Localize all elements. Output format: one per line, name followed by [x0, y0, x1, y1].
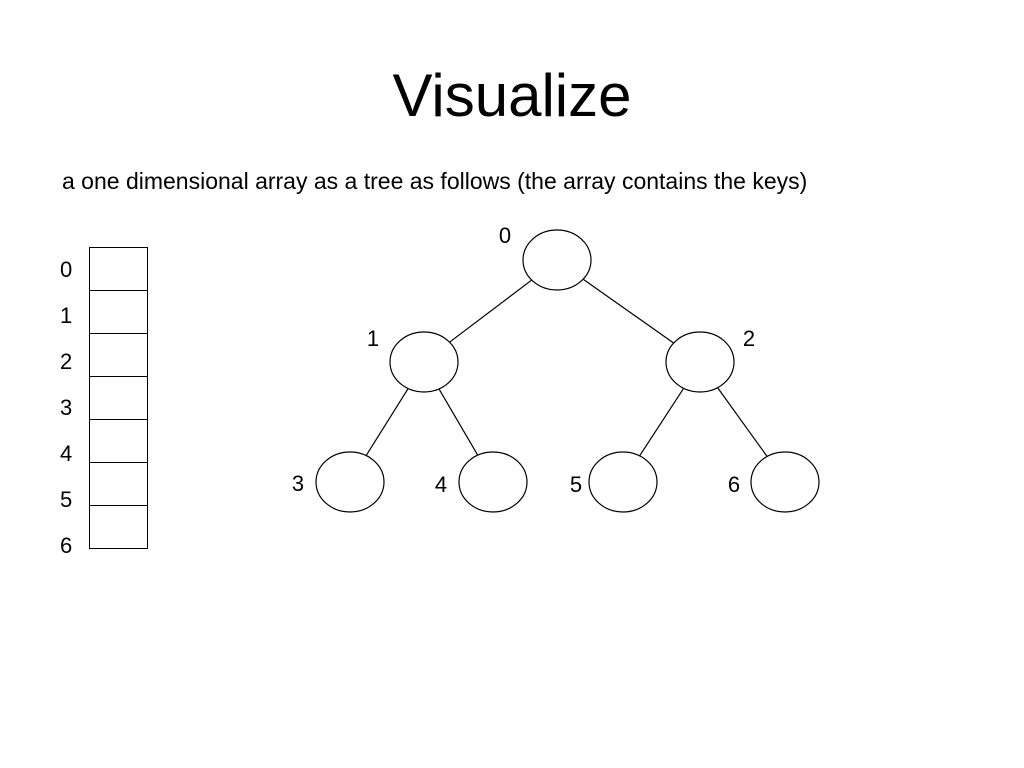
tree-node [522, 229, 592, 291]
array-index-label: 0 [60, 257, 73, 282]
tree-edge [363, 385, 411, 459]
tree-node-label: 6 [728, 472, 740, 497]
tree-node [750, 451, 820, 513]
tree-node [588, 451, 658, 513]
array-index-label: 1 [60, 303, 73, 328]
tree-node [458, 451, 528, 513]
array-cell [89, 505, 148, 549]
tree-node [389, 331, 459, 393]
tree-edge [578, 275, 679, 347]
slide-title: Visualize [392, 62, 632, 129]
tree-node [665, 331, 735, 393]
tree-edge [714, 384, 770, 460]
array-index-label: 2 [60, 349, 73, 374]
tree-node-label: 4 [435, 472, 447, 497]
tree-node-label: 1 [367, 326, 379, 351]
array-index-label: 4 [60, 441, 73, 466]
tree-node-label: 2 [743, 326, 755, 351]
array-cells [89, 247, 148, 549]
tree-edge [637, 384, 687, 460]
array-cell [89, 333, 148, 376]
array-cell [89, 462, 148, 505]
array-cell [89, 419, 148, 462]
tree-edge [445, 276, 537, 346]
array-index-label: 3 [60, 395, 73, 420]
slide-subtitle: a one dimensional array as a tree as fol… [62, 168, 808, 194]
array-index-label: 5 [60, 487, 73, 512]
array-cell [89, 376, 148, 419]
array-cell [89, 290, 148, 333]
array-cell [89, 247, 148, 290]
tree-edge [436, 385, 480, 459]
tree-node-label: 5 [570, 472, 582, 497]
array-index-label: 6 [60, 533, 73, 558]
tree-node [315, 451, 385, 513]
tree-node-label: 3 [292, 471, 304, 496]
tree-node-label: 0 [499, 223, 511, 248]
